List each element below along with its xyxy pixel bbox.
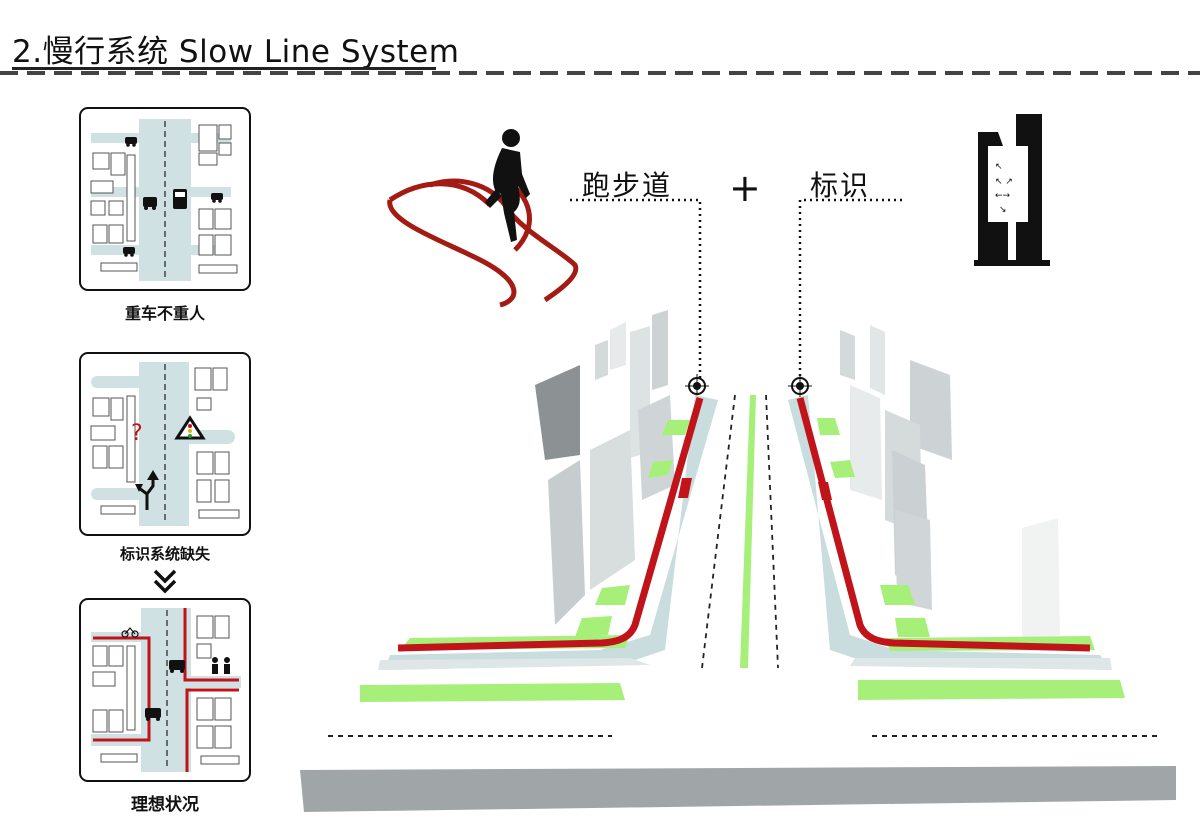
foreground-base [300, 766, 1176, 812]
road-surface [378, 395, 1112, 670]
panel-heavy-traffic-map [90, 119, 238, 281]
panel-heavy-traffic-caption: 重车不重人 [124, 304, 205, 323]
panel-heavy-traffic [79, 107, 251, 291]
plus-sign: + [729, 166, 761, 210]
svg-text:↖: ↖ [995, 162, 1003, 172]
lane-markings [328, 394, 1162, 737]
svg-text:↘: ↘ [999, 205, 1007, 215]
svg-text:?: ? [131, 421, 143, 446]
left-buildings [535, 310, 675, 625]
panel-ideal-situation-caption: 理想状况 [131, 795, 199, 815]
signage-label: 标识 [810, 169, 871, 202]
page-title: 2.慢行系统 Slow Line System [12, 34, 460, 70]
panel-missing-signage-map: ? [90, 362, 240, 526]
panel-ideal-situation [79, 598, 251, 782]
page-header: 2.慢行系统 Slow Line System [0, 0, 1200, 90]
header-dashed-divider [0, 71, 1200, 75]
runner-figure [387, 129, 579, 308]
right-buildings [840, 325, 1060, 642]
svg-text:←→: ←→ [995, 191, 1011, 201]
panel-missing-signage: ? [79, 352, 251, 536]
leader-lines [570, 198, 902, 398]
sign-totem-icon: ↖ ↖ ↗ ←→ ↘ [974, 114, 1050, 266]
red-running-paths [397, 397, 1091, 652]
chevron-down-icon [153, 569, 177, 594]
title-underline [12, 67, 436, 70]
panel-missing-signage-caption: 标识系统缺失 [119, 545, 210, 563]
panel-ideal-situation-map [91, 608, 241, 772]
running-track-label: 跑步道 [582, 169, 673, 202]
svg-text:↖ ↗: ↖ ↗ [995, 177, 1013, 187]
street-perspective-diagram: ↖ ↖ ↗ ←→ ↘ [300, 114, 1176, 812]
